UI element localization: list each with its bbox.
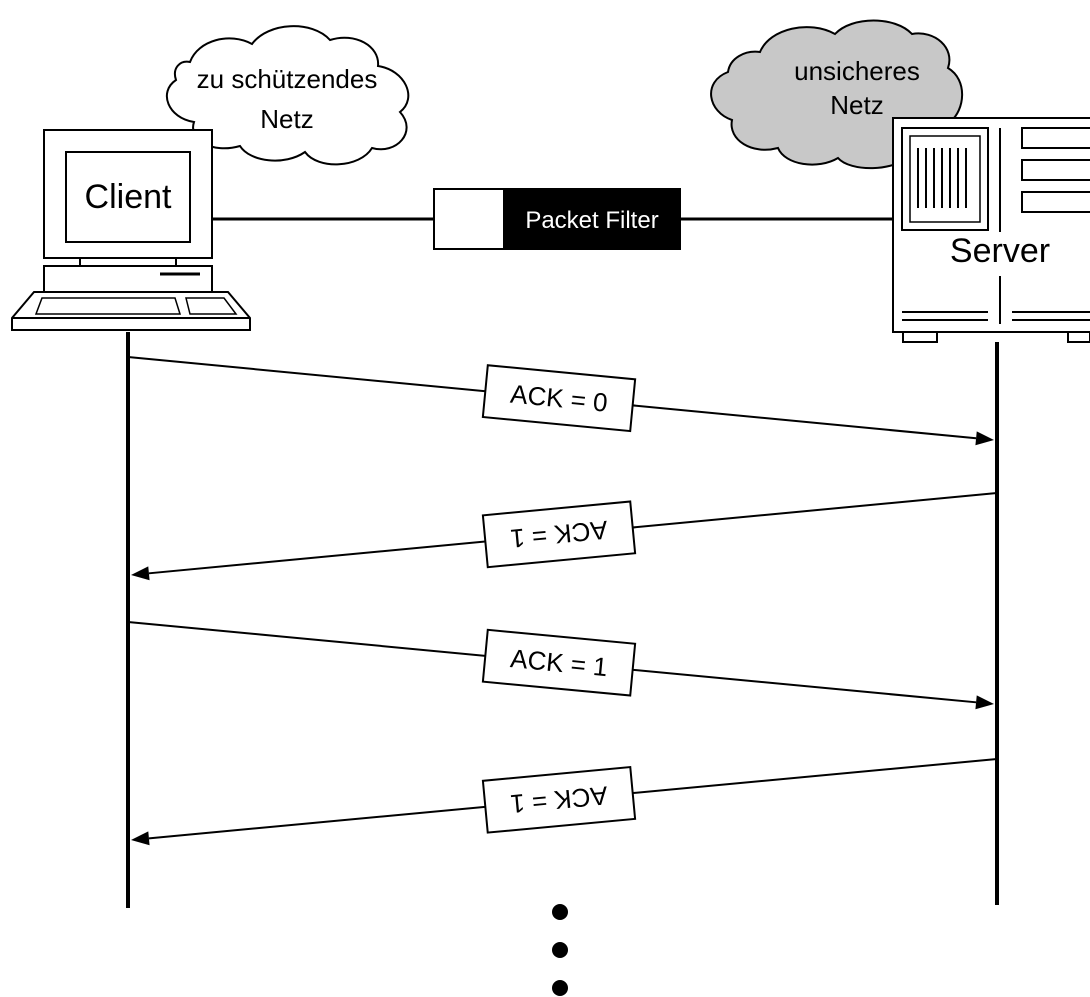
- message-label-box: ACK = 0: [481, 364, 637, 433]
- packet-filter: Packet Filter: [433, 188, 681, 250]
- server-foot-right: [1067, 331, 1090, 343]
- message-label-frame: [481, 500, 637, 569]
- server-label: Server: [950, 232, 1050, 270]
- arrowhead: [975, 431, 994, 446]
- client-keyboard-keys-right: [185, 297, 238, 315]
- message-arrow: ACK = 1: [131, 492, 998, 581]
- message-label-frame: [481, 765, 637, 834]
- message-arrow: ACK = 1: [127, 621, 994, 710]
- packet-filter-outside-half: [503, 188, 681, 250]
- arrowhead: [131, 566, 150, 581]
- packet-filter-label: Packet Filter: [525, 207, 658, 234]
- message-label-box: ACK = 1: [481, 500, 637, 569]
- client-computer: Client: [11, 129, 251, 331]
- client-base-unit: [43, 265, 213, 293]
- continuation-dot: [552, 980, 568, 996]
- safe-network-label-line1: zu schützendes: [197, 64, 378, 94]
- message-arrow: ACK = 0: [127, 356, 994, 446]
- continuation-dot: [552, 942, 568, 958]
- unsafe-network-label-line1: unsicheres: [794, 56, 920, 86]
- server-slot-1: [1021, 127, 1090, 149]
- server-slot-3: [1021, 191, 1090, 213]
- client-keyboard-keys-left: [34, 297, 182, 315]
- arrowhead: [975, 695, 994, 710]
- safe-network-cloud-shape: [165, 25, 410, 166]
- server-slot-2: [1021, 159, 1090, 181]
- packet-filter-inside-half: [433, 188, 505, 250]
- arrowhead: [131, 831, 150, 846]
- server-foot-left: [902, 331, 938, 343]
- server-drive-bay-inner: [909, 135, 981, 223]
- message-label-frame: [481, 364, 637, 433]
- server-vents: [917, 148, 967, 208]
- unsafe-network-label-line2: Netz: [830, 90, 883, 120]
- continuation-dot: [552, 904, 568, 920]
- safe-network-label-line2: Netz: [260, 104, 313, 134]
- safe-network-cloud: zu schützendes Netz: [165, 25, 410, 166]
- message-arrow: ACK = 1: [131, 758, 998, 846]
- message-label-frame: [481, 628, 637, 697]
- message-label-box: ACK = 1: [481, 765, 637, 834]
- client-monitor-neck: [79, 257, 177, 267]
- client-label: Client: [85, 178, 172, 216]
- continuation-dots: [552, 904, 568, 996]
- server-machine: Server: [892, 117, 1090, 343]
- message-list: ACK = 0 ACK = 1 ACK = 1 ACK = 1: [127, 356, 998, 846]
- client-screen: [65, 151, 191, 243]
- message-label-box: ACK = 1: [481, 628, 637, 697]
